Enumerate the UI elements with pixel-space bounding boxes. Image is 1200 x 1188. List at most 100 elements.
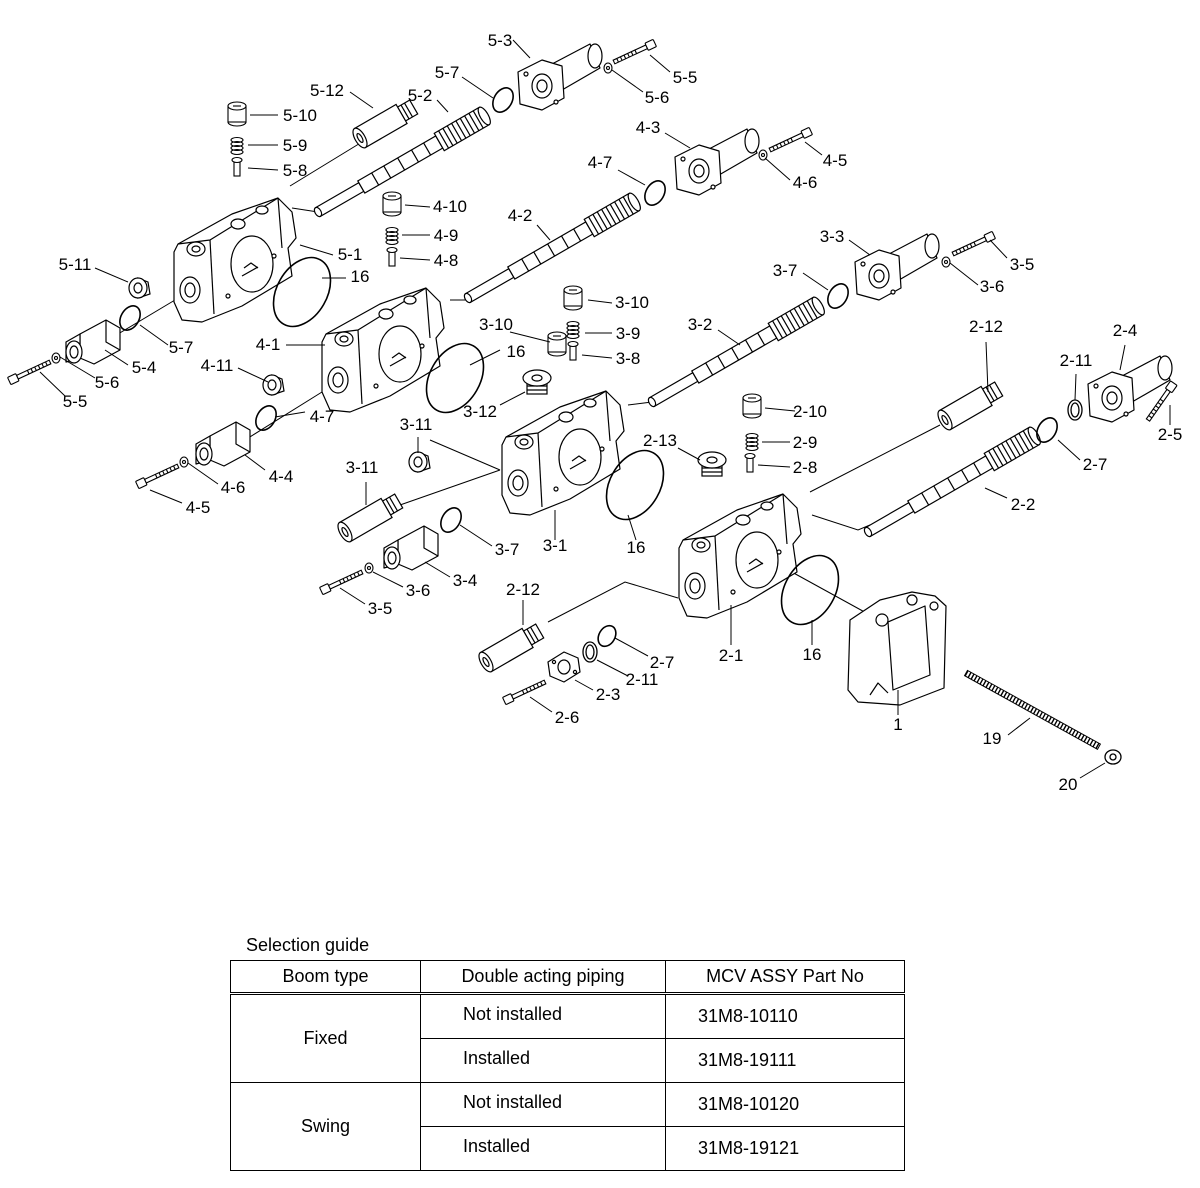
callout-16: 16 xyxy=(507,342,526,361)
callout-5-12: 5-12 xyxy=(310,81,344,100)
spring-2-9 xyxy=(745,432,759,452)
callout-3-3: 3-3 xyxy=(820,227,845,246)
callout-3-1: 3-1 xyxy=(543,536,568,555)
cover-3-4 xyxy=(383,525,439,571)
header-boom-type: Boom type xyxy=(230,960,421,995)
cover-5-3 xyxy=(517,43,603,111)
callout-4-4: 4-4 xyxy=(269,467,294,486)
bolt-5-5 xyxy=(611,38,658,67)
callout-2-10: 2-10 xyxy=(793,402,827,421)
cover-4-3 xyxy=(674,128,760,196)
callout-3-7: 3-7 xyxy=(495,540,520,559)
callout-4-1: 4-1 xyxy=(256,335,281,354)
bolt-3-5 xyxy=(950,230,997,259)
piping-cell: Not installed xyxy=(420,1082,666,1127)
callout-3-8: 3-8 xyxy=(616,349,641,368)
callout-2-6: 2-6 xyxy=(555,708,580,727)
callout-4-8: 4-8 xyxy=(434,251,459,270)
callout-3-5: 3-5 xyxy=(368,599,393,618)
tie-rod-19 xyxy=(963,669,1102,750)
poppet-3-8 xyxy=(567,340,579,361)
callout-5-3: 5-3 xyxy=(488,31,513,50)
spool-3-2 xyxy=(643,294,828,413)
washer-5-6 xyxy=(603,62,613,74)
callout-3-11: 3-11 xyxy=(346,458,379,477)
table-row: Swing Not installed 31M8-10120 xyxy=(230,1082,905,1171)
cartridge-2-12-lower xyxy=(475,620,546,675)
o-ring-4-7-lower xyxy=(255,405,277,431)
plug-2-10 xyxy=(742,393,762,419)
callout-19: 19 xyxy=(983,729,1002,748)
part-no-cell: 31M8-10120 xyxy=(665,1082,905,1127)
o-ring-5-7 xyxy=(492,87,514,113)
plug-3-12 xyxy=(522,369,552,395)
callout-3-6: 3-6 xyxy=(980,277,1005,296)
callout-3-4: 3-4 xyxy=(453,571,478,590)
spring-3-9 xyxy=(566,320,580,340)
valve-section-2-1 xyxy=(678,493,802,619)
bolt-3-5-lower xyxy=(318,567,365,596)
callout-2-3: 2-3 xyxy=(596,685,621,704)
selection-guide-title: Selection guide xyxy=(246,935,370,955)
bolt-2-6 xyxy=(501,677,548,706)
callout-3-5: 3-5 xyxy=(1010,255,1035,274)
plug-3-10-lower xyxy=(547,331,567,357)
callout-4-9: 4-9 xyxy=(434,226,459,245)
leader-lines xyxy=(39,39,1171,779)
ring-2-11-lower xyxy=(582,641,598,663)
callout-4-3: 4-3 xyxy=(636,118,661,137)
plug-3-10 xyxy=(563,285,583,311)
callout-2-12: 2-12 xyxy=(969,317,1003,336)
washer-3-6-lower xyxy=(364,562,374,574)
plate-2-3 xyxy=(547,651,581,683)
part-no-cell: 31M8-19111 xyxy=(665,1038,905,1083)
cartridge-3-11 xyxy=(334,490,405,545)
callout-2-4: 2-4 xyxy=(1113,321,1138,340)
cover-4-4 xyxy=(195,421,251,467)
nut-20 xyxy=(1104,749,1122,765)
o-ring-2-7 xyxy=(1036,417,1058,443)
piping-cell: Not installed xyxy=(420,993,666,1039)
boom-type-cell: Fixed xyxy=(230,993,421,1083)
callout-3-2: 3-2 xyxy=(688,315,713,334)
table-row: Fixed Not installed 31M8-10110 xyxy=(230,993,905,1083)
callout-16: 16 xyxy=(627,538,646,557)
callout-2-8: 2-8 xyxy=(793,458,818,477)
callout-2-2: 2-2 xyxy=(1011,495,1036,514)
callout-2-7: 2-7 xyxy=(1083,455,1108,474)
callout-2-1: 2-1 xyxy=(719,646,744,665)
end-plate-1 xyxy=(847,591,947,706)
spool-4-2 xyxy=(459,190,644,309)
bolt-4-5-lower xyxy=(134,461,181,490)
callout-3-12: 3-12 xyxy=(463,402,497,421)
callout-4-6: 4-6 xyxy=(221,478,246,497)
callout-2-11: 2-11 xyxy=(1060,351,1093,370)
callout-4-6: 4-6 xyxy=(793,173,818,192)
spring-5-9 xyxy=(230,136,244,156)
callout-20: 20 xyxy=(1059,775,1078,794)
callout-5-1: 5-1 xyxy=(338,245,363,264)
table-row: Installed 31M8-19121 xyxy=(231,1126,905,1171)
poppet-5-8 xyxy=(231,156,243,177)
plug-5-12 xyxy=(349,96,420,151)
valve-section-3-1 xyxy=(501,390,625,516)
callout-3-10: 3-10 xyxy=(615,293,649,312)
callout-4-5: 4-5 xyxy=(186,498,211,517)
callout-5-7: 5-7 xyxy=(435,63,460,82)
callout-5-8: 5-8 xyxy=(283,161,308,180)
part-no-cell: 31M8-19121 xyxy=(665,1126,905,1171)
o-ring-4-7 xyxy=(644,180,666,206)
callout-2-12: 2-12 xyxy=(506,580,540,599)
spring-4-9 xyxy=(385,226,399,246)
callout-5-7: 5-7 xyxy=(169,338,194,357)
o-ring-3-7 xyxy=(827,283,849,309)
o-ring-2-7-lower xyxy=(597,624,617,648)
table-row: Installed 31M8-19111 xyxy=(231,1038,905,1083)
exploded-parts-diagram: 5-35-75-55-65-125-25-105-95-84-34-74-54-… xyxy=(6,31,1183,794)
callout-4-10: 4-10 xyxy=(433,197,467,216)
plug-5-10 xyxy=(227,101,247,127)
cover-5-4 xyxy=(65,319,121,365)
ring-2-11 xyxy=(1067,399,1083,421)
callout-5-2: 5-2 xyxy=(408,86,433,105)
